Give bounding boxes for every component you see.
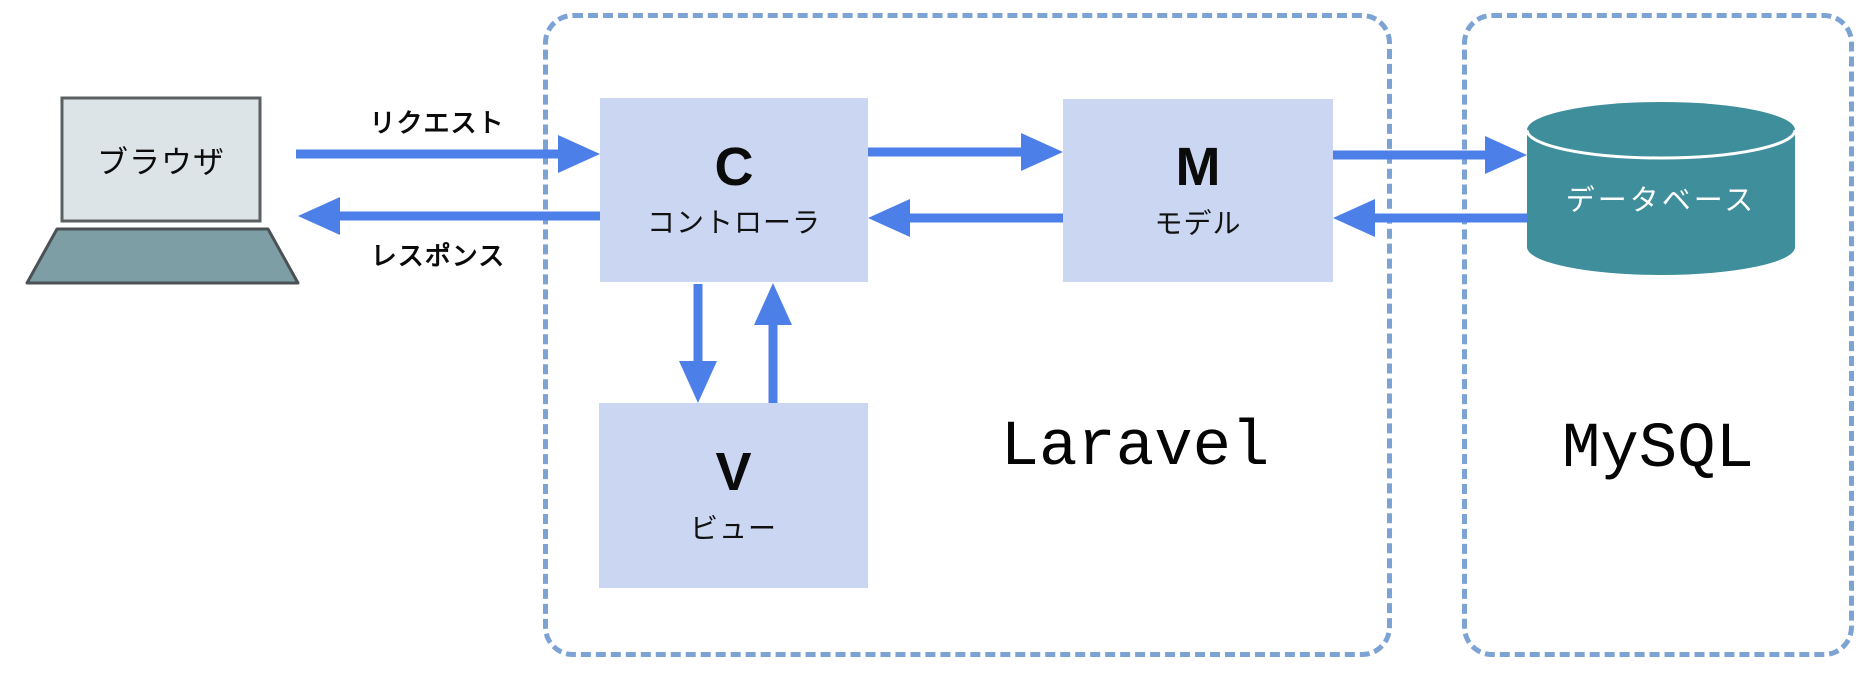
browser-label: ブラウザ — [97, 145, 225, 180]
laravel-container — [543, 13, 1392, 657]
response-label: レスポンス — [370, 241, 506, 271]
model-label: モデル — [1154, 207, 1242, 239]
request-label: リクエスト — [369, 108, 505, 138]
database-label: データベース — [1565, 185, 1757, 217]
laravel-label: Laravel — [1000, 412, 1270, 484]
view-box: V ビュー — [599, 403, 868, 588]
model-letter: M — [1175, 137, 1221, 198]
mysql-label: MySQL — [1561, 414, 1755, 486]
laptop-keyboard — [25, 227, 300, 285]
view-letter: V — [715, 442, 752, 503]
controller-letter: C — [714, 136, 754, 197]
model-box: M モデル — [1063, 99, 1333, 282]
controller-label: コントローラ — [646, 207, 821, 239]
mysql-container — [1462, 13, 1854, 657]
view-label: ビュー — [689, 512, 777, 544]
controller-box: C コントローラ — [600, 98, 868, 282]
